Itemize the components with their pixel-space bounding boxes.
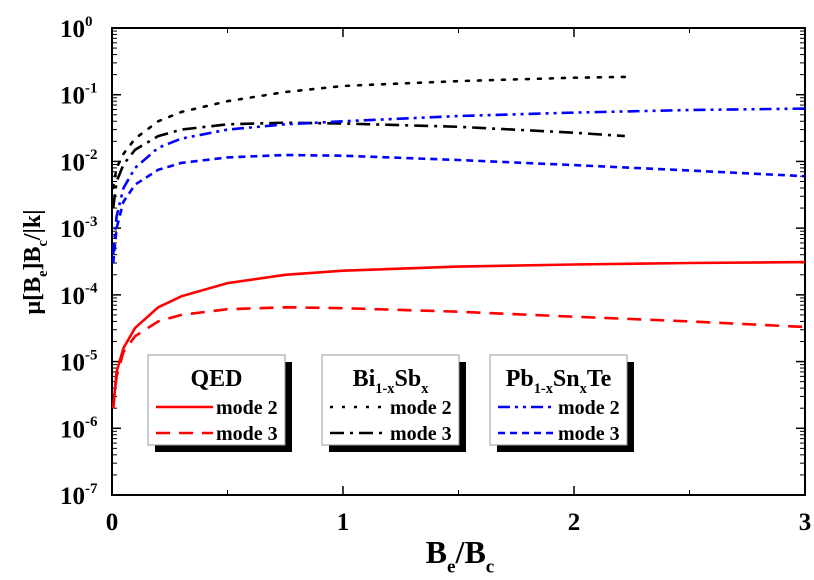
y-tick-label: 10-3 bbox=[60, 214, 98, 243]
text-part: /B bbox=[455, 534, 486, 570]
text-part: 10 bbox=[60, 83, 85, 110]
text-part: /|k| bbox=[20, 210, 46, 242]
legend-entry-label: mode 3 bbox=[216, 423, 278, 445]
series-line bbox=[111, 107, 806, 255]
text-part: 10 bbox=[60, 283, 85, 310]
text-part: 10 bbox=[60, 416, 85, 443]
text-part: Pb bbox=[506, 366, 534, 392]
text-part: 10 bbox=[60, 216, 85, 243]
text-part: x bbox=[421, 381, 429, 397]
series-line bbox=[111, 305, 806, 409]
text-part: Te bbox=[587, 366, 612, 392]
text-part: c bbox=[35, 239, 51, 246]
y-tick-label: 10-1 bbox=[60, 80, 98, 109]
text-part: 10 bbox=[60, 350, 85, 377]
text-part: e bbox=[35, 270, 51, 277]
legend-entry-label: mode 2 bbox=[216, 397, 278, 419]
legend-entry-label: mode 2 bbox=[390, 397, 452, 419]
series-line bbox=[111, 153, 806, 264]
legend-title: Pb1-xSnxTe bbox=[506, 366, 612, 397]
y-tick-label: 100 bbox=[60, 14, 93, 43]
y-tick-label: 10-5 bbox=[60, 347, 98, 376]
x-tick-label: 3 bbox=[799, 509, 812, 536]
text-part: Bi bbox=[353, 366, 376, 392]
text-part: -5 bbox=[85, 347, 98, 363]
y-tick-label: 10-7 bbox=[60, 481, 98, 510]
text-part: -4 bbox=[85, 281, 98, 297]
legend-entry-label: mode 3 bbox=[558, 423, 620, 445]
legend-entry-label: mode 2 bbox=[558, 397, 620, 419]
x-tick-label: 2 bbox=[568, 509, 581, 536]
x-tick-label: 1 bbox=[337, 509, 350, 536]
text-part: 10 bbox=[60, 149, 85, 176]
legend-entry-label: mode 3 bbox=[390, 423, 452, 445]
text-part: 10 bbox=[60, 16, 85, 43]
text-part: -1 bbox=[85, 80, 98, 96]
legend-title: Bi1-xSbx bbox=[353, 366, 430, 397]
text-part: 1-x bbox=[375, 381, 395, 397]
text-part: c bbox=[486, 557, 495, 575]
legend-box: QED mode 2 mode 3 bbox=[147, 354, 292, 452]
series-line bbox=[111, 121, 625, 209]
text-part: QED bbox=[190, 366, 242, 392]
y-tick-label: 10-2 bbox=[60, 147, 98, 176]
y-tick-label: 10-4 bbox=[60, 281, 98, 310]
legend-title: QED bbox=[190, 366, 242, 392]
legend-frame bbox=[489, 354, 628, 446]
x-tick-label: 0 bbox=[106, 509, 119, 536]
text-part: B bbox=[426, 534, 447, 570]
text-part: 0 bbox=[85, 14, 93, 30]
text-part: ]B bbox=[20, 246, 46, 270]
text-part: Sb bbox=[394, 366, 421, 392]
text-part: μ[B bbox=[20, 277, 46, 315]
y-tick-label: 10-6 bbox=[60, 414, 98, 443]
text-part: -6 bbox=[85, 414, 98, 430]
text-part: -3 bbox=[85, 214, 98, 230]
text-part: x bbox=[580, 381, 588, 397]
text-part: e bbox=[447, 557, 456, 575]
x-axis-label: Be/Bc bbox=[426, 534, 495, 575]
text-part: 10 bbox=[60, 483, 85, 510]
legend-frame bbox=[321, 354, 460, 446]
text-part: 1-x bbox=[534, 381, 554, 397]
y-axis-label: μ[Be]Bc/|k| bbox=[20, 210, 51, 315]
series-line bbox=[111, 260, 806, 409]
legend-frame bbox=[147, 354, 286, 446]
text-part: -7 bbox=[85, 481, 98, 497]
text-part: Sn bbox=[553, 366, 580, 392]
series-line bbox=[111, 75, 627, 190]
text-part: -2 bbox=[85, 147, 98, 163]
